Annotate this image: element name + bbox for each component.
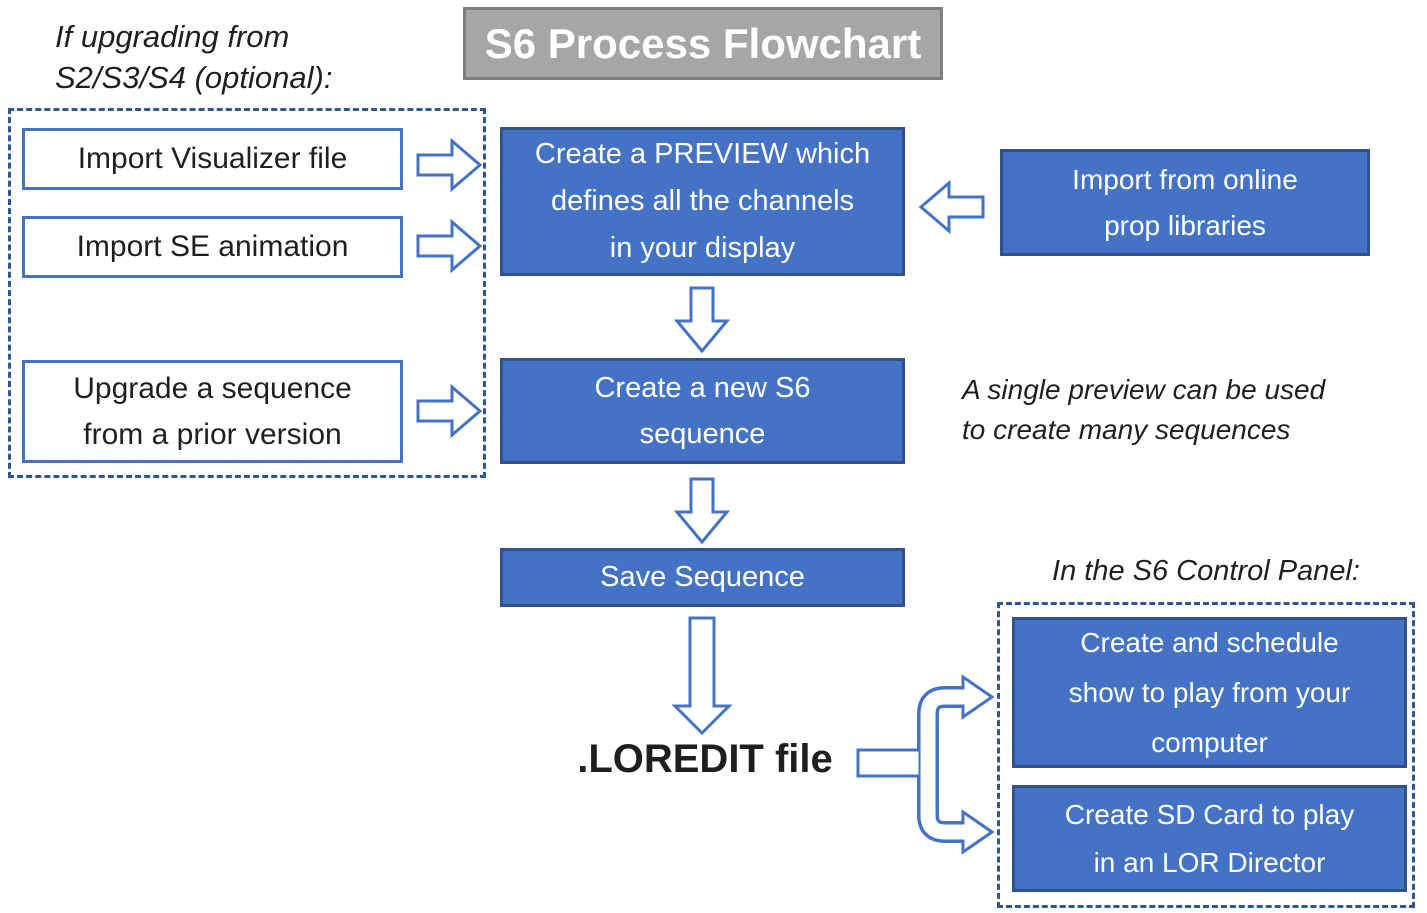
node-import-visualizer: Import Visualizer file <box>22 128 403 190</box>
node-label-line: Create and schedule <box>1080 626 1339 658</box>
upgrade-note: If upgrading from S2/S3/S4 (optional): <box>55 16 395 98</box>
node-label-line: Upgrade a sequence <box>73 371 352 405</box>
upgrade-note-line: If upgrading from <box>55 19 290 54</box>
control-panel-group <box>997 602 1415 908</box>
node-label-line: in your display <box>609 232 796 264</box>
arrow-down-icon <box>675 477 729 544</box>
node-import-prop-libraries: Import from online prop libraries <box>1000 149 1370 256</box>
node-label-line: prop libraries <box>1104 209 1266 241</box>
node-save-sequence: Save Sequence <box>500 548 905 607</box>
node-label-line: computer <box>1151 726 1268 758</box>
arrow-down-long-icon <box>673 616 731 735</box>
preview-note-line: to create many sequences <box>962 414 1291 445</box>
preview-note-line: A single preview can be used <box>962 374 1326 405</box>
control-panel-heading: In the S6 Control Panel: <box>1052 555 1360 587</box>
node-import-se-animation: Import SE animation <box>22 216 403 278</box>
node-create-sequence: Create a new S6 sequence <box>500 358 905 464</box>
branch-connector-fill <box>920 689 966 840</box>
node-label-line: sequence <box>639 418 766 450</box>
connector-junction <box>856 748 922 778</box>
branch-arrowhead-up-icon <box>961 674 995 720</box>
arrow-left-icon <box>919 181 985 233</box>
node-schedule-show: Create and schedule show to play from yo… <box>1012 617 1407 768</box>
loredit-file-label: .LOREDIT file <box>577 736 833 781</box>
branch-arrowhead-down-icon <box>961 809 995 855</box>
branch-connector <box>917 686 966 843</box>
node-create-sd-card: Create SD Card to play in an LOR Directo… <box>1012 785 1407 892</box>
node-label-line: Import from online <box>1072 163 1298 195</box>
node-label-line: Create a PREVIEW which <box>534 138 871 170</box>
node-label-line: Create SD Card to play <box>1064 798 1355 830</box>
node-upgrade-sequence: Upgrade a sequence from a prior version <box>22 360 403 463</box>
arrow-down-icon <box>675 286 729 353</box>
upgrade-options-group <box>8 108 486 478</box>
preview-note: A single preview can be used to create m… <box>962 370 1407 450</box>
upgrade-note-line: S2/S3/S4 (optional): <box>55 60 333 95</box>
node-label-line: show to play from your <box>1068 676 1351 708</box>
node-create-preview: Create a PREVIEW which defines all the c… <box>500 127 905 276</box>
node-label-line: Create a new S6 <box>594 372 811 404</box>
node-label-line: in an LOR Director <box>1093 846 1326 878</box>
flowchart-title: S6 Process Flowchart <box>463 7 943 80</box>
node-label-line: defines all the channels <box>550 185 855 217</box>
node-label-line: from a prior version <box>83 417 342 451</box>
